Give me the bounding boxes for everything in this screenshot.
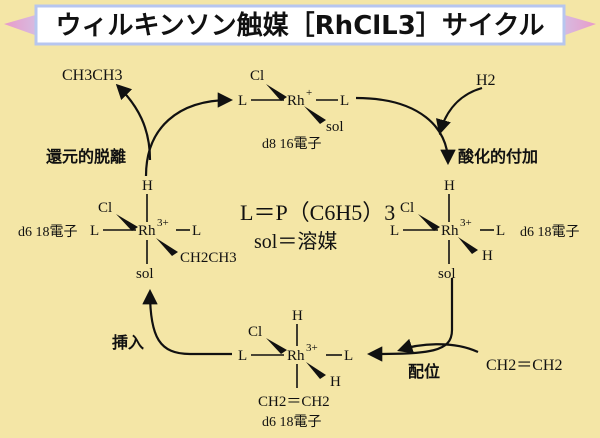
complex-right: H Cl L Rh 3+ L H sol [390,178,505,282]
right-cl-wedge [418,214,440,231]
complex-bottom: H Cl L Rh 3+ L H CH2＝CH2 [238,308,353,410]
bottom-cl-wedge [266,338,287,354]
right-h-wedge-label: H [482,248,493,264]
left-charge: 3+ [157,217,169,229]
bottom-h-wedge-label: H [330,374,341,390]
right-cl: Cl [400,200,414,216]
left-sol: sol [136,266,154,282]
bottom-cl: Cl [248,324,262,340]
left-ethyl: CH2CH3 [180,250,237,266]
top-l-left: L [238,93,247,109]
cycle-arrow-coordination [366,278,454,362]
top-cl: Cl [250,68,264,84]
bottom-metal: Rh [287,348,305,364]
step-coordination: 配位 [408,362,440,381]
step-reductive-elimination: 還元的脱離 [46,147,126,166]
left-h-top: H [142,178,153,194]
left-cl-wedge [116,214,138,231]
bottom-olefin: CH2＝CH2 [258,394,330,410]
page-title: ウィルキンソン触媒［RhClL3］サイクル [55,11,544,41]
right-h-top: H [444,178,455,194]
left-l-right: L [192,223,201,239]
step-oxidative-addition: 酸化的付加 [458,147,538,166]
top-charge: + [306,87,312,99]
top-sol-wedge [304,106,326,124]
electron-count-bottom: d6 18電子 [262,414,322,430]
ligand-definition: L＝P（C6H5）3 [240,200,395,225]
top-metal: Rh [287,93,305,109]
cycle-arrow-oxidative-addition [355,96,456,166]
bottom-charge: 3+ [306,342,318,354]
right-l-left: L [390,223,399,239]
bottom-h-top: H [292,308,303,324]
right-h-wedge [458,237,478,254]
step-insertion: 挿入 [112,333,144,352]
hydrogen-label: H2 [476,72,496,89]
right-metal: Rh [441,223,459,239]
right-sol: sol [438,266,456,282]
left-cl: Cl [98,200,112,216]
electron-count-left: d6 18電子 [18,224,78,240]
electron-count-top: d8 16電子 [262,136,322,152]
bottom-l-left: L [238,348,247,364]
top-sol: sol [326,119,344,135]
solvent-definition: sol＝溶媒 [254,230,337,253]
cycle-arrow-reductive-elimination [144,92,234,177]
ethylene-entry-arrow [397,338,479,354]
left-l-left: L [90,223,99,239]
banner-plate [34,4,566,46]
title-banner: ウィルキンソン触媒［RhClL3］サイクル [4,4,596,46]
left-metal: Rh [138,223,156,239]
cycle-arrow-insertion [142,288,232,356]
top-l-right: L [340,93,349,109]
catalytic-cycle [115,83,483,362]
ethylene-label: CH2＝CH2 [486,357,562,374]
bottom-l-right: L [344,348,353,364]
bottom-h-wedge [306,362,326,379]
ethane-exit-arrow [115,83,152,161]
complex-left: H Cl L Rh 3+ L CH2CH3 sol [90,178,237,282]
right-charge: 3+ [460,217,472,229]
top-cl-wedge [266,84,287,101]
ethane-label: CH3CH3 [62,67,122,84]
complex-top: Cl L Rh + L sol [238,68,349,135]
left-ethyl-wedge [156,238,178,256]
electron-count-right: d6 18電子 [520,224,580,240]
right-l-right: L [496,223,505,239]
h2-entry-arrow [435,86,483,135]
